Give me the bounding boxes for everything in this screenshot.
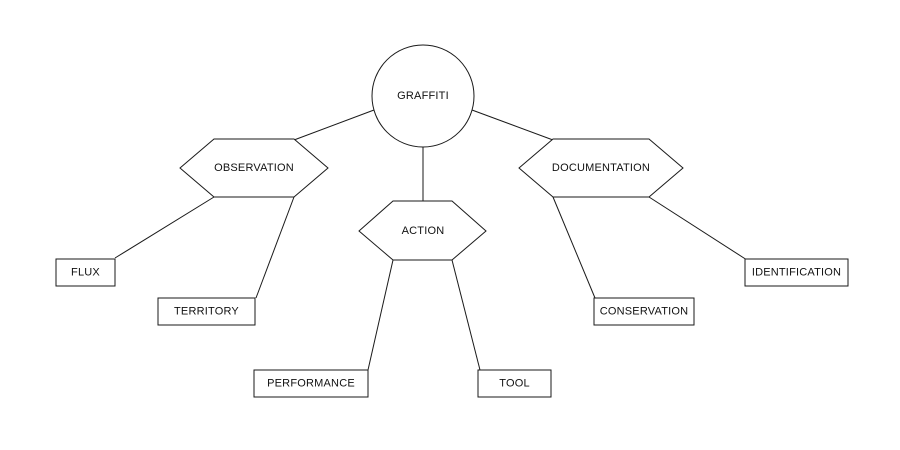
performance-box — [253, 369, 369, 398]
root-node: GRAFFITI — [371, 44, 475, 148]
category-node-documentation: DOCUMENTATION — [518, 138, 684, 198]
territory-box — [157, 297, 256, 326]
action-hexagon — [358, 200, 487, 261]
observation-hexagon — [179, 138, 329, 198]
edge-observation-flux — [114, 196, 215, 259]
leaf-node-territory: TERRITORY — [157, 297, 256, 326]
edge-action-performance — [367, 259, 394, 371]
category-node-observation: OBSERVATION — [179, 138, 329, 198]
observation-label: OBSERVATION — [214, 162, 294, 174]
documentation-label: DOCUMENTATION — [552, 162, 650, 174]
edge-observation-territory — [255, 196, 295, 299]
action-label: ACTION — [402, 225, 445, 237]
leaf-node-performance: PERFORMANCE — [253, 369, 369, 398]
edge-action-tool — [451, 259, 481, 371]
tool-box — [477, 369, 552, 398]
flux-box — [55, 258, 116, 287]
performance-label: PERFORMANCE — [267, 378, 355, 390]
documentation-hexagon — [518, 138, 684, 198]
edge-graffiti-observation — [293, 109, 375, 141]
conservation-box — [593, 297, 695, 326]
edge-documentation-conservation — [552, 196, 596, 299]
leaf-node-flux: FLUX — [55, 258, 116, 287]
edges — [114, 109, 748, 371]
territory-label: TERRITORY — [174, 306, 239, 318]
conservation-label: CONSERVATION — [600, 306, 689, 318]
leaf-node-identification: IDENTIFICATION — [744, 258, 849, 287]
root-circle — [371, 44, 475, 148]
identification-box — [744, 258, 849, 287]
leaf-node-conservation: CONSERVATION — [593, 297, 695, 326]
tool-label: TOOL — [499, 378, 530, 390]
category-node-action: ACTION — [358, 200, 487, 261]
edge-documentation-identification — [648, 196, 748, 261]
leaf-node-tool: TOOL — [477, 369, 552, 398]
edge-graffiti-documentation — [471, 109, 554, 141]
identification-label: IDENTIFICATION — [752, 267, 841, 279]
root-label: GRAFFITI — [397, 90, 449, 102]
flux-label: FLUX — [71, 267, 100, 279]
